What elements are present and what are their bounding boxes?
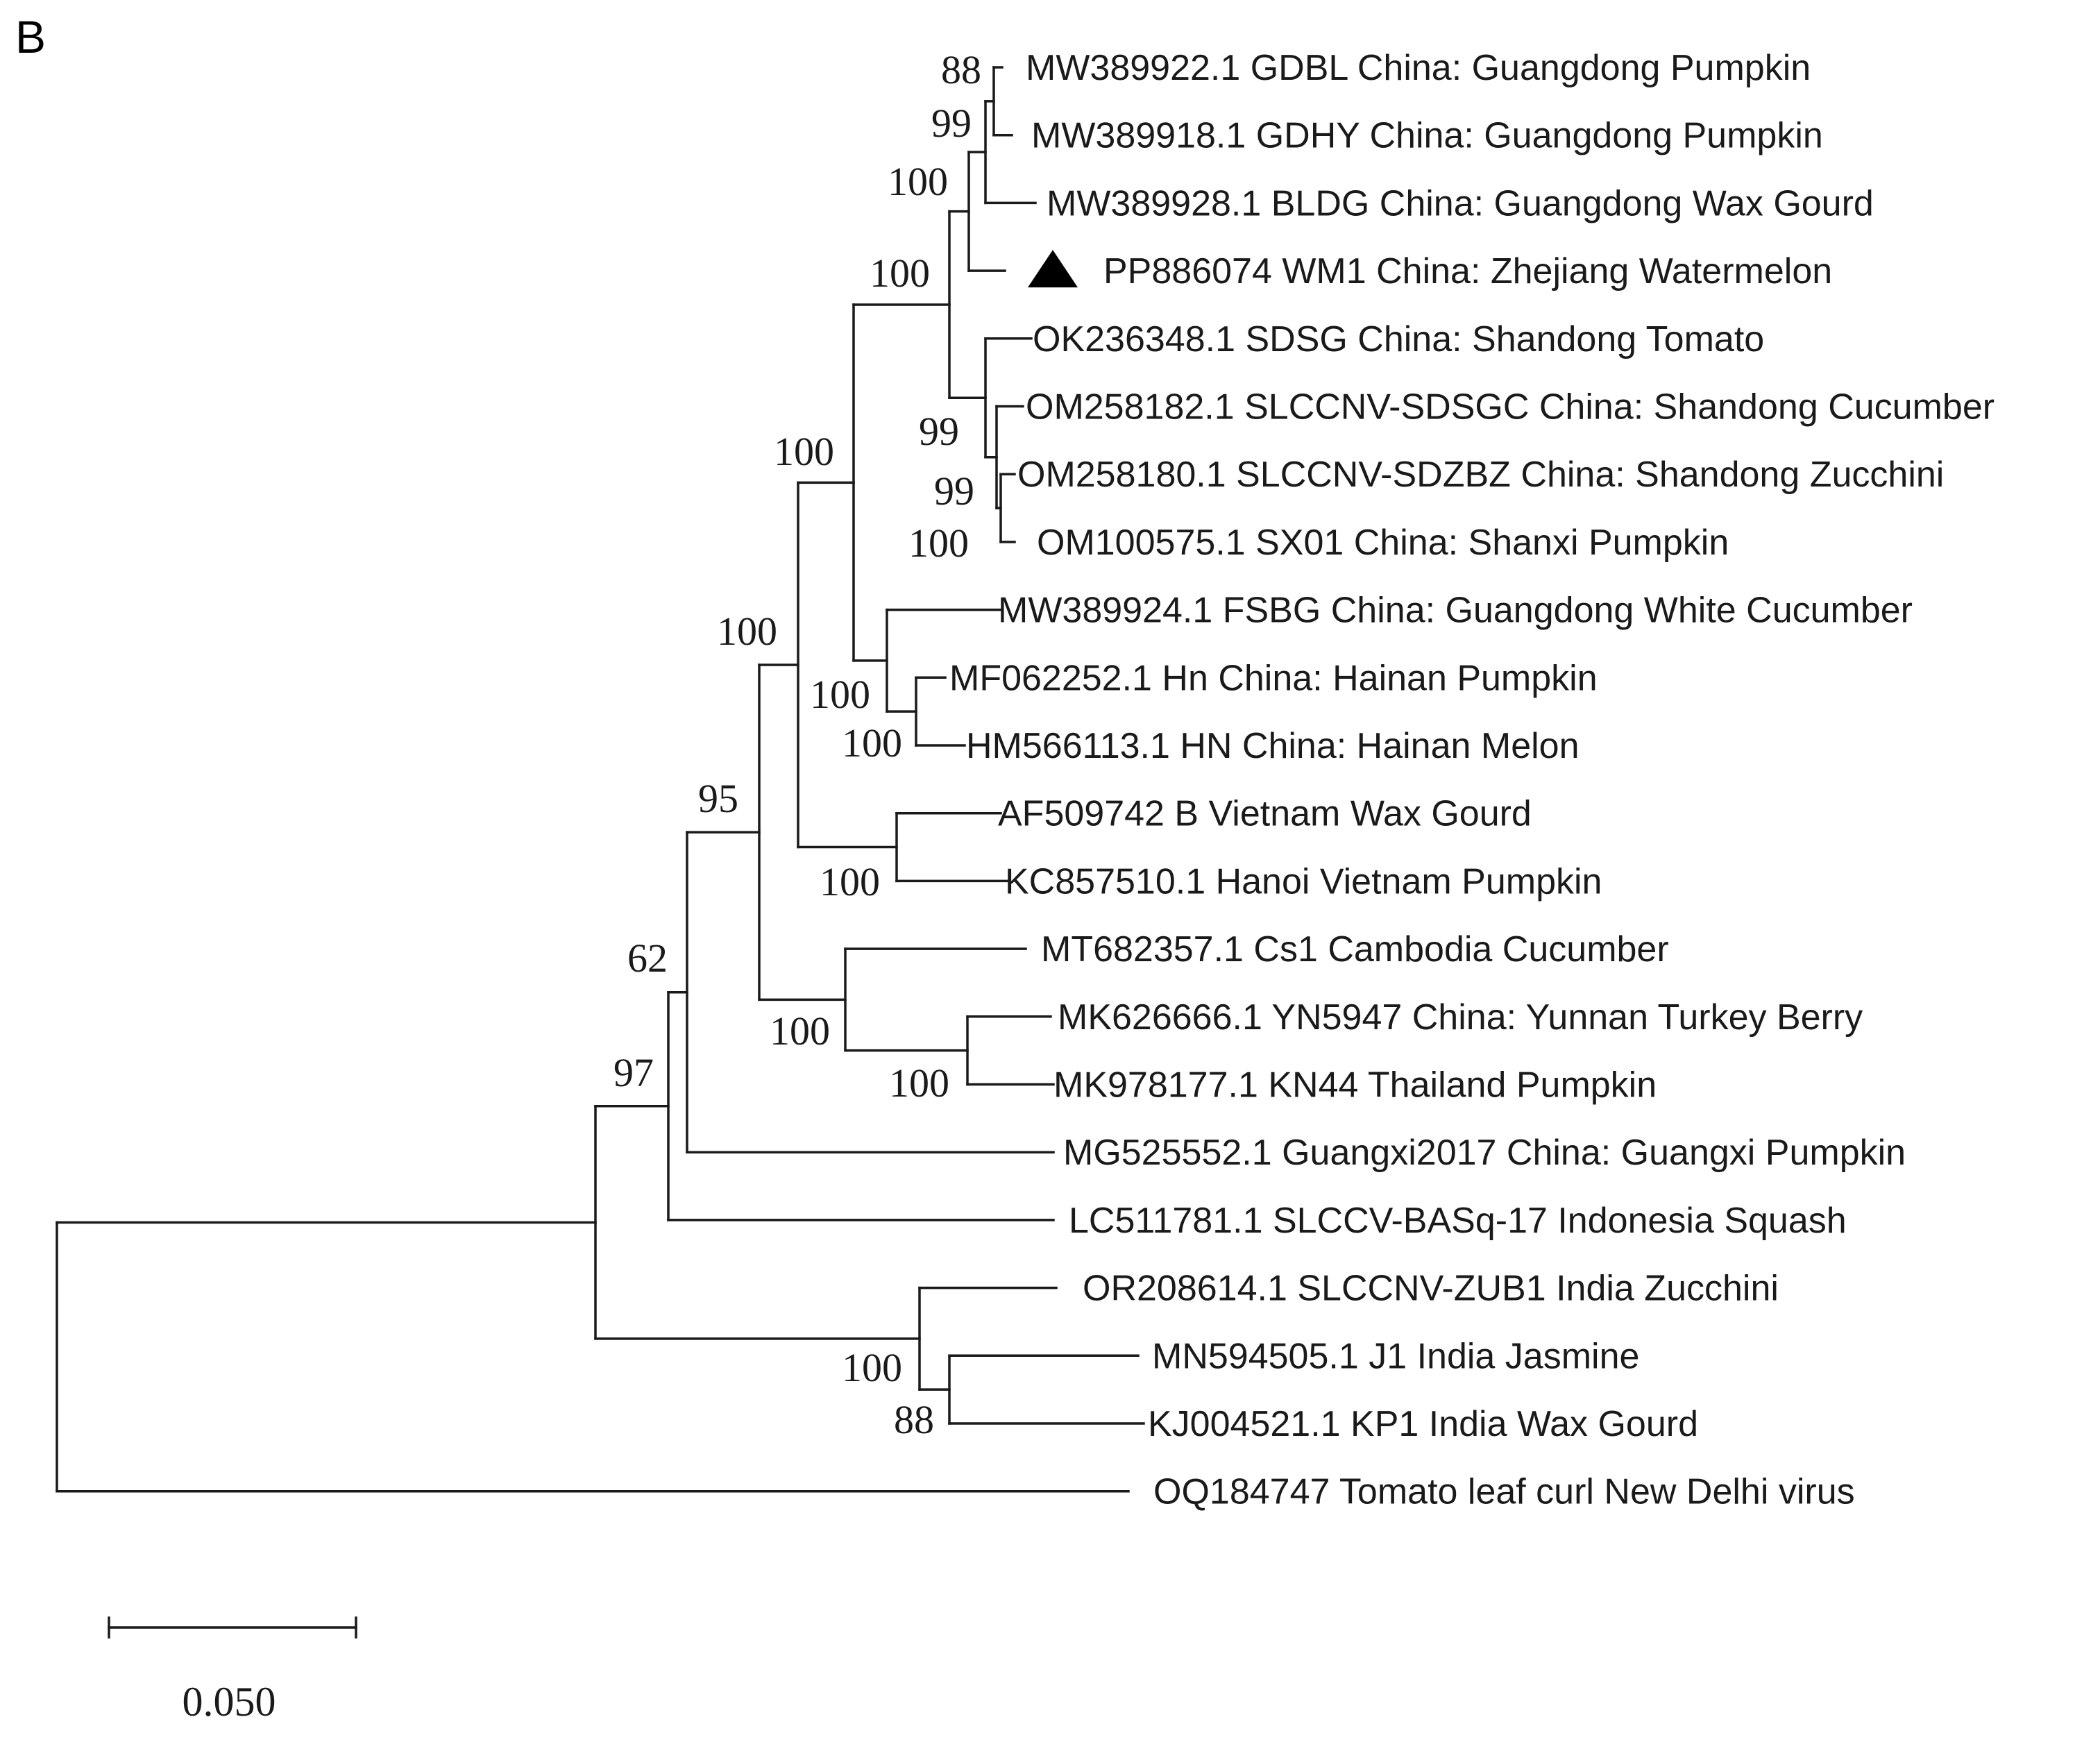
bootstrap-n6: 100 <box>908 521 969 566</box>
leaf-label-l17: MG525552.1 Guangxi2017 China: Guangxi Pu… <box>1063 1133 1906 1173</box>
tree-branches <box>56 66 1145 1493</box>
bootstrap-n17: 97 <box>613 1050 654 1095</box>
bootstrap-n7: 100 <box>870 251 930 296</box>
bootstrap-n9: 100 <box>810 672 870 717</box>
leaf-label-l14: MT682357.1 Cs1 Cambodia Cucumber <box>1041 929 1669 970</box>
bootstrap-values: 8899100999910010010010010010010010010095… <box>613 47 981 1442</box>
leaf-label-l18: LC511781.1 SLCCV-BASq-17 Indonesia Squas… <box>1069 1201 1847 1241</box>
leaf-label-l10: MF062252.1 Hn China: Hainan Pumpkin <box>949 658 1598 698</box>
leaf-label-l15: MK626666.1 YN5947 China: Yunnan Turkey B… <box>1058 997 1863 1038</box>
leaf-label-l22: OQ184747 Tomato leaf curl New Delhi viru… <box>1153 1472 1855 1512</box>
bootstrap-n1: 88 <box>941 47 981 92</box>
leaf-label-l8: OM100575.1 SX01 China: Shanxi Pumpkin <box>1037 523 1729 563</box>
bootstrap-n16: 62 <box>627 936 668 981</box>
leaf-labels: MW389922.1 GDBL China: Guangdong Pumpkin… <box>949 48 1995 1512</box>
leaf-label-l2: MW389918.1 GDHY China: Guangdong Pumpkin <box>1031 116 1823 156</box>
bootstrap-n19: 100 <box>842 1345 902 1390</box>
scale-bar-label: 0.050 <box>183 1679 276 1725</box>
panel-label: B <box>15 11 46 62</box>
bootstrap-n12: 100 <box>774 429 834 474</box>
bootstrap-n11: 100 <box>820 859 880 904</box>
bootstrap-n13: 100 <box>889 1060 949 1106</box>
bootstrap-n3: 100 <box>888 159 948 204</box>
leaf-label-l3: MW389928.1 BLDG China: Guangdong Wax Gou… <box>1047 183 1874 223</box>
leaf-label-l11: HM566113.1 HN China: Hainan Melon <box>966 726 1580 766</box>
bootstrap-n10: 100 <box>717 609 777 654</box>
bootstrap-n4: 99 <box>934 468 974 514</box>
leaf-label-l7: OM258180.1 SLCCNV-SDZBZ China: Shandong … <box>1017 455 1944 495</box>
scale-bar: 0.050 <box>108 1616 357 1725</box>
bootstrap-n14: 100 <box>770 1008 830 1054</box>
leaf-label-l6: OM258182.1 SLCCNV-SDSGC China: Shandong … <box>1026 387 1995 428</box>
leaf-label-l20: MN594505.1 J1 India Jasmine <box>1152 1336 1639 1376</box>
leaf-label-l13: KC857510.1 Hanoi Vietnam Pumpkin <box>1005 861 1602 902</box>
leaf-label-l5: OK236348.1 SDSG China: Shandong Tomato <box>1033 319 1764 360</box>
leaf-label-l1: MW389922.1 GDBL China: Guangdong Pumpkin <box>1026 48 1811 88</box>
triangle-marker-icon <box>1028 250 1078 288</box>
leaf-label-l21: KJ004521.1 KP1 India Wax Gourd <box>1148 1404 1698 1444</box>
leaf-label-l4: PP886074 WM1 China: Zhejiang Watermelon <box>1103 251 1832 291</box>
bootstrap-n18: 88 <box>894 1397 934 1442</box>
leaf-label-l12: AF509742 B Vietnam Wax Gourd <box>998 794 1532 834</box>
leaf-label-l9: MW389924.1 FSBG China: Guangdong White C… <box>998 591 1913 631</box>
bootstrap-n5: 99 <box>919 409 959 454</box>
leaf-label-l16: MK978177.1 KN44 Thailand Pumpkin <box>1053 1065 1657 1106</box>
bootstrap-n2: 99 <box>931 101 972 146</box>
bootstrap-n8: 100 <box>842 720 902 766</box>
bootstrap-n15: 95 <box>698 776 738 821</box>
leaf-label-l19: OR208614.1 SLCCNV-ZUB1 India Zucchini <box>1083 1269 1779 1309</box>
